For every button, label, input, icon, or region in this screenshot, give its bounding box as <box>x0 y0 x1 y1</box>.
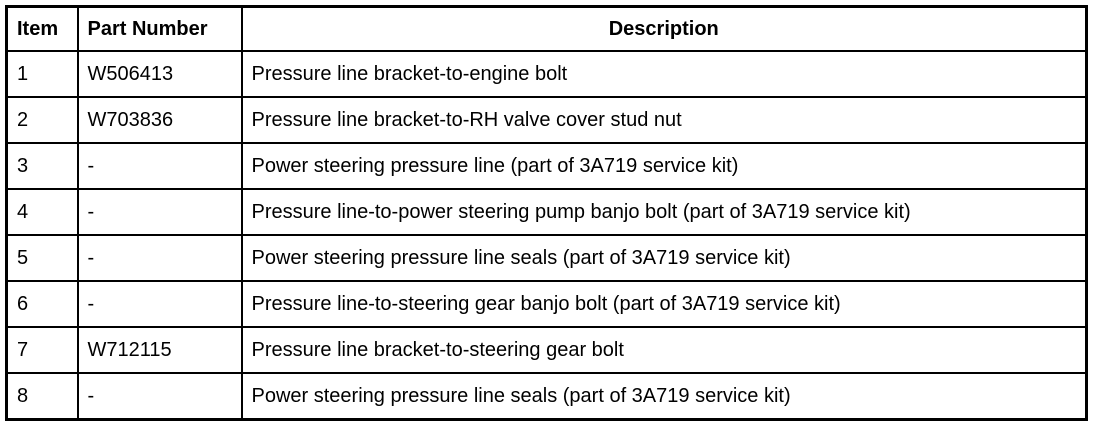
cell-description: Pressure line-to-steering gear banjo bol… <box>240 280 1088 328</box>
table-row: 6 - Pressure line-to-steering gear banjo… <box>5 280 1088 328</box>
column-header-description: Description <box>240 5 1088 52</box>
cell-description: Pressure line-to-power steering pump ban… <box>240 188 1088 236</box>
cell-item: 8 <box>5 372 79 421</box>
cell-item: 2 <box>5 96 79 144</box>
table-row: 1 W506413 Pressure line bracket-to-engin… <box>5 50 1088 98</box>
parts-list-table: Item Part Number Description 1 W506413 P… <box>5 5 1088 421</box>
table-row: 4 - Pressure line-to-power steering pump… <box>5 188 1088 236</box>
cell-part-number: W712115 <box>76 326 243 374</box>
table-row: 7 W712115 Pressure line bracket-to-steer… <box>5 326 1088 374</box>
table-row: 3 - Power steering pressure line (part o… <box>5 142 1088 190</box>
cell-part-number: - <box>76 188 243 236</box>
table-header: Item Part Number Description <box>5 5 1088 52</box>
table-row: 5 - Power steering pressure line seals (… <box>5 234 1088 282</box>
column-header-part-number: Part Number <box>76 5 243 52</box>
cell-part-number: - <box>76 234 243 282</box>
cell-part-number: - <box>76 142 243 190</box>
cell-item: 6 <box>5 280 79 328</box>
cell-description: Pressure line bracket-to-engine bolt <box>240 50 1088 98</box>
cell-part-number: W506413 <box>76 50 243 98</box>
table-body: 1 W506413 Pressure line bracket-to-engin… <box>5 50 1088 421</box>
cell-item: 5 <box>5 234 79 282</box>
cell-part-number: - <box>76 372 243 421</box>
cell-item: 3 <box>5 142 79 190</box>
table-header-row: Item Part Number Description <box>5 5 1088 52</box>
cell-description: Power steering pressure line seals (part… <box>240 234 1088 282</box>
cell-part-number: - <box>76 280 243 328</box>
cell-item: 7 <box>5 326 79 374</box>
cell-item: 1 <box>5 50 79 98</box>
cell-description: Power steering pressure line (part of 3A… <box>240 142 1088 190</box>
cell-item: 4 <box>5 188 79 236</box>
cell-part-number: W703836 <box>76 96 243 144</box>
cell-description: Power steering pressure line seals (part… <box>240 372 1088 421</box>
cell-description: Pressure line bracket-to-steering gear b… <box>240 326 1088 374</box>
cell-description: Pressure line bracket-to-RH valve cover … <box>240 96 1088 144</box>
column-header-item: Item <box>5 5 79 52</box>
table-row: 8 - Power steering pressure line seals (… <box>5 372 1088 421</box>
table-row: 2 W703836 Pressure line bracket-to-RH va… <box>5 96 1088 144</box>
